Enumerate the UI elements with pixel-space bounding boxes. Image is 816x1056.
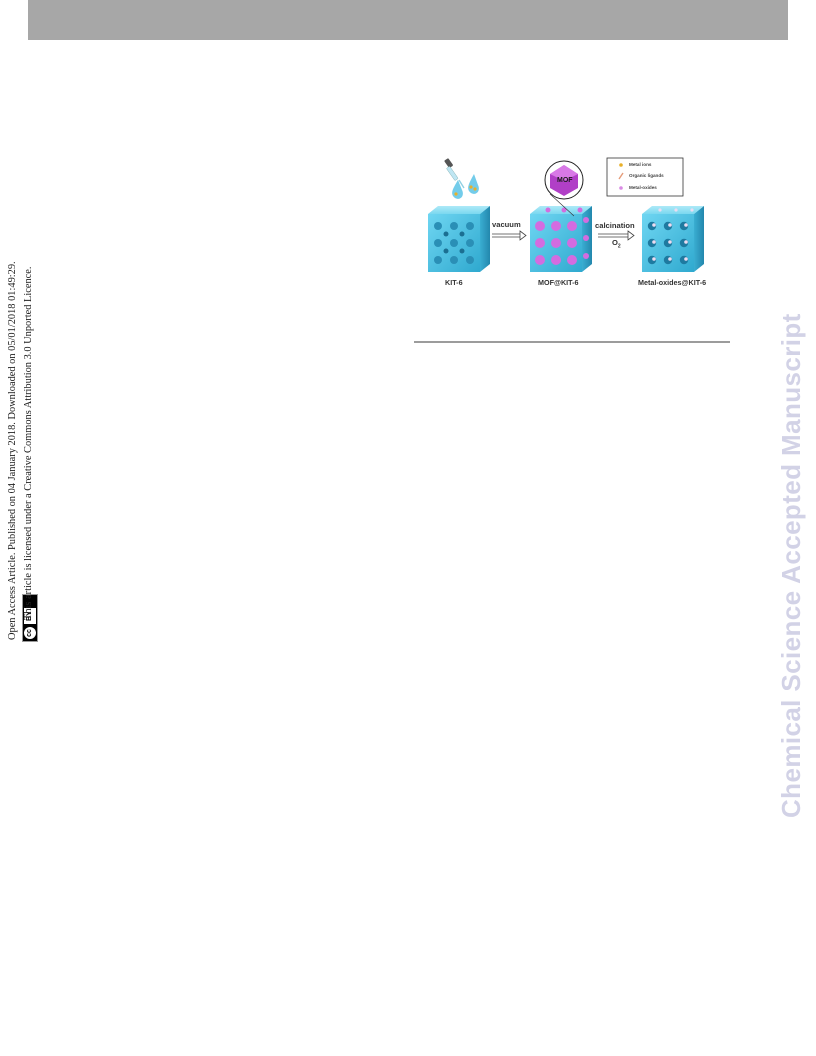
calcination-arrow — [598, 230, 635, 241]
legend-organic-ligands: Organic ligands — [629, 173, 664, 178]
label-kit6: KIT-6 — [445, 278, 463, 287]
ligand-marker — [618, 172, 624, 180]
kit6-cube — [428, 206, 490, 272]
scheme-illustration — [428, 157, 704, 272]
notice-publication-line: Open Access Article. Published on 04 Jan… — [7, 261, 18, 640]
legend-box — [606, 157, 684, 197]
arrow-oxygen-label: O2 — [612, 238, 621, 250]
legend-metal-ions: Metal ions — [629, 162, 652, 167]
mof-kit6-cube — [530, 206, 592, 272]
synthesis-scheme-figure: MOF Metal ions Organic ligands Metal-oxi… — [414, 150, 730, 300]
arrow-calcination-label: calcination — [595, 221, 635, 230]
oxide-marker — [619, 186, 623, 190]
arrow-vacuum-label: vacuum — [492, 220, 521, 229]
mof-badge-label: MOF — [557, 177, 573, 184]
vacuum-arrow — [492, 230, 527, 241]
mof-callout — [544, 160, 584, 217]
creative-commons-icon: cc — [24, 627, 36, 639]
oxygen-subscript: 2 — [617, 243, 621, 250]
label-metal-oxides-kit6: Metal-oxides@KIT-6 — [638, 278, 707, 287]
notice-licence-line[interactable]: This article is licensed under a Creativ… — [23, 266, 34, 620]
legend-metal-oxides: Metal-oxides — [629, 185, 657, 190]
open-access-notice: Open Access Article. Published on 04 Jan… — [6, 200, 52, 642]
droplet-icon — [452, 174, 479, 199]
metal-oxides-cube — [642, 206, 704, 272]
section-divider — [414, 341, 730, 343]
label-mof-kit6: MOF@KIT-6 — [538, 278, 579, 287]
accepted-manuscript-watermark: Chemical Science Accepted Manuscript — [776, 313, 806, 818]
pipette-icon — [444, 158, 465, 189]
header-band — [28, 0, 788, 40]
metal-ion-marker — [619, 163, 623, 167]
